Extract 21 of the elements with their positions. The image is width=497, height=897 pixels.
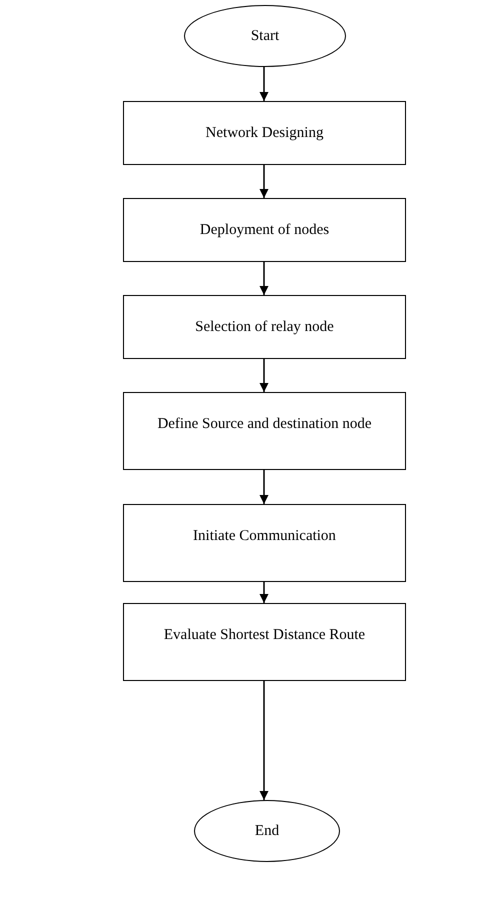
node-text: Initiate Communication (192, 527, 337, 546)
arrow (260, 681, 268, 800)
node-text: Selection of relay node (194, 318, 335, 337)
arrow (260, 67, 268, 101)
node-text: Start (250, 26, 280, 46)
node-text: Define Source and destination node (156, 415, 373, 434)
node-text: End (254, 822, 280, 840)
node-text: Deployment of nodes (198, 221, 330, 240)
process-box (123, 392, 406, 470)
process-box (123, 295, 406, 359)
arrow (260, 470, 268, 504)
arrow (260, 165, 268, 198)
arrow (260, 359, 268, 392)
process-box (123, 603, 406, 681)
arrow (260, 582, 268, 603)
node-text: Network Designing (204, 124, 324, 143)
process-box (123, 504, 406, 582)
process-box (123, 101, 406, 165)
node-text: Evaluate Shortest Distance Route (162, 626, 366, 645)
process-box (123, 198, 406, 262)
arrow (260, 262, 268, 295)
